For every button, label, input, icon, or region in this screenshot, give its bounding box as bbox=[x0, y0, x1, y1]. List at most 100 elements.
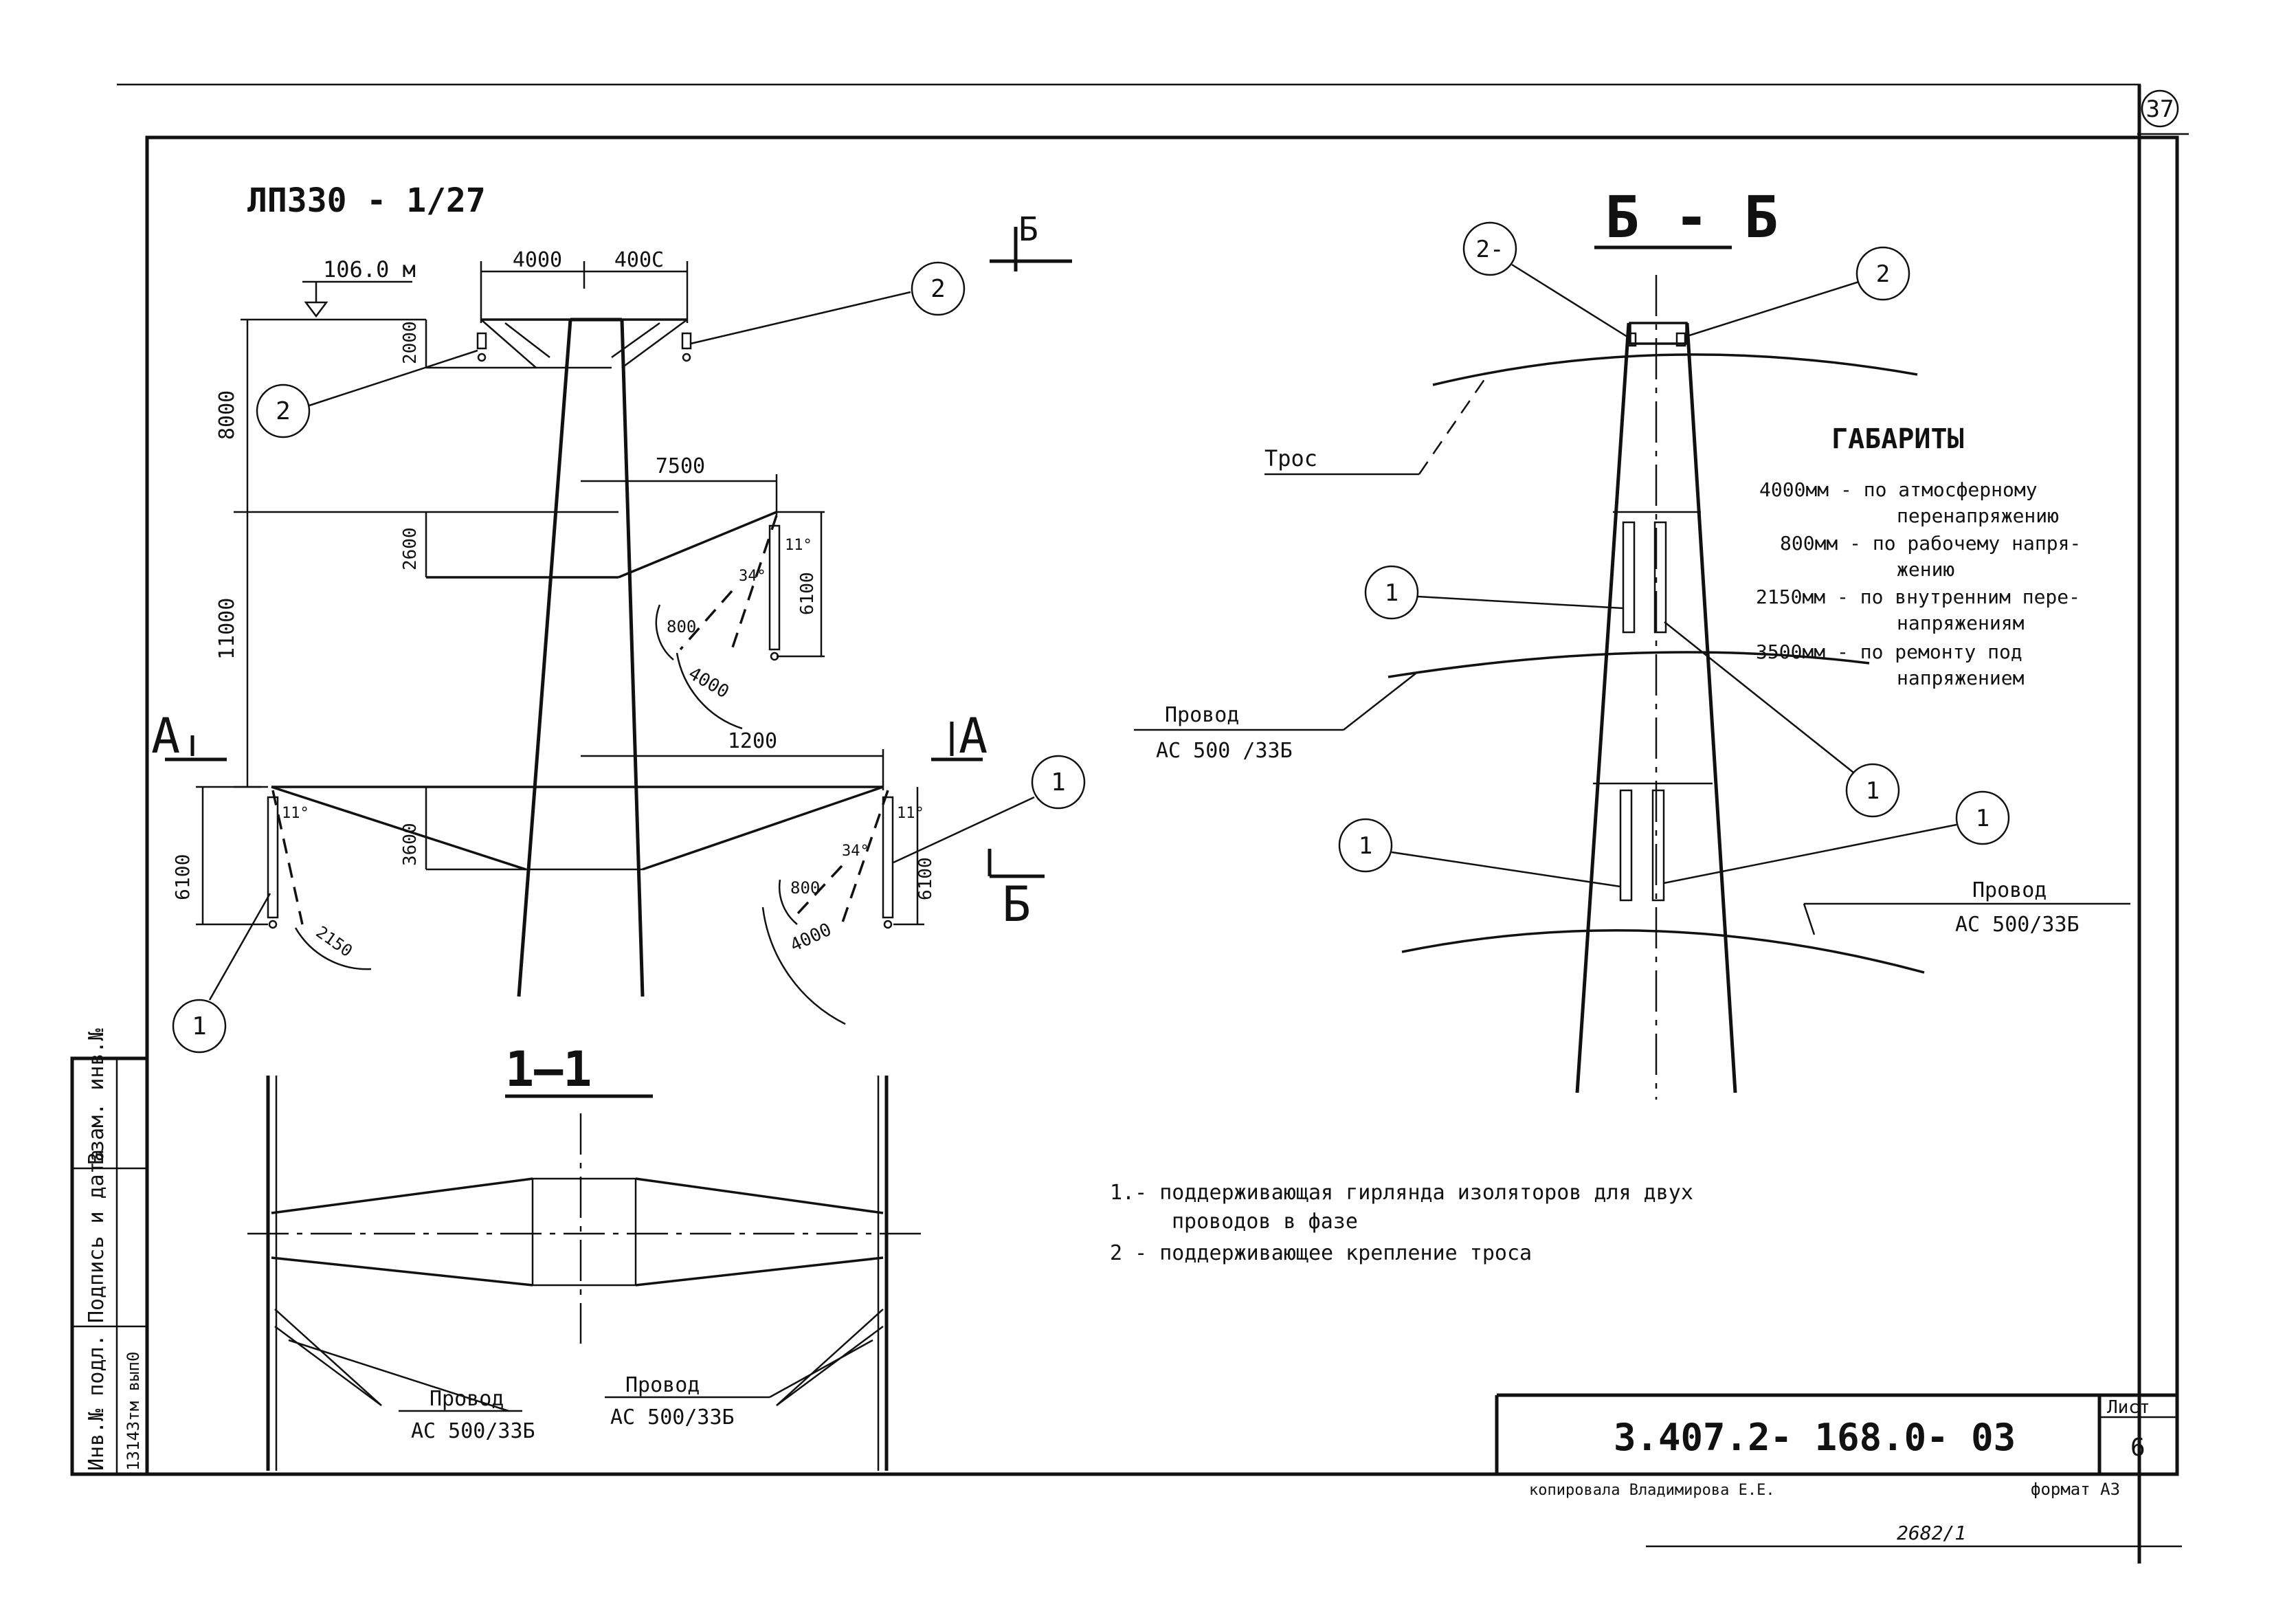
bb-callout-1-c-number: 1 bbox=[1359, 832, 1372, 860]
bb-wire-left-spec: АС 500 /33Б bbox=[1156, 739, 1293, 763]
dim-cap-height: 2000 bbox=[400, 321, 421, 364]
bb-wire-right-label: Провод bbox=[1972, 878, 2047, 902]
tower-elevation: 4000 400С 106.0 м 8000 11000 2000 2600 7… bbox=[151, 210, 1086, 1054]
gabarity-line-6: напряжениям bbox=[1897, 612, 2025, 634]
callout-1-right: 1 bbox=[893, 755, 1086, 864]
section-1-1-wire-left-spec: АС 500/33Б bbox=[411, 1419, 535, 1443]
stamp-inv-label: Инв.№ подл. bbox=[85, 1334, 109, 1471]
bb-insulator-lower-left bbox=[1619, 789, 1633, 902]
upper-arm-diagonal bbox=[618, 511, 777, 579]
legend-item-1-continued: проводов в фазе bbox=[1172, 1210, 1358, 1234]
bb-callout-1-d-number: 1 bbox=[1976, 805, 1989, 832]
footer-handwritten-note: 2682/1 bbox=[1897, 1522, 1966, 1544]
dim-lower-right-string: 6100 bbox=[915, 857, 936, 900]
section-1-1-title: 1—1 bbox=[505, 1041, 592, 1098]
bb-callout-1-b: 1 bbox=[1664, 621, 1900, 818]
stamp-signature-label: Подпись и дата bbox=[85, 1149, 109, 1323]
bb-wire-right-spec: АС 500/33Б bbox=[1955, 913, 2080, 937]
legend: 1.- поддерживающая гирлянда изоляторов д… bbox=[1110, 1181, 1693, 1265]
section-b-side-letter: Б bbox=[1002, 876, 1031, 933]
angle-upper-34: 34° bbox=[739, 568, 766, 585]
elevation-marker: 106.0 м bbox=[302, 256, 416, 318]
section-a-left-letter: А bbox=[151, 708, 180, 764]
bb-callout-1-d: 1 bbox=[1663, 790, 2010, 885]
angle-lower-right-34: 34° bbox=[842, 843, 869, 860]
lower-traverse-left-diag bbox=[271, 786, 526, 871]
dim-upper-height: 8000 bbox=[215, 390, 239, 440]
ground-wire-clamp-left bbox=[476, 332, 487, 350]
sheet-value: 6 bbox=[2130, 1434, 2145, 1462]
angle-lower-left-11: 11° bbox=[282, 805, 309, 822]
bb-insulator-lower-right bbox=[1651, 789, 1665, 902]
bb-callout-2-right: 2 bbox=[1684, 246, 1910, 338]
document-code: 3.407.2- 168.0- 03 bbox=[1614, 1416, 2016, 1459]
section-mark-b-top: Б bbox=[990, 210, 1072, 271]
section-b-b: Б - Б 2- 2 1 bbox=[1134, 183, 2130, 1100]
callout-1-left: 1 bbox=[172, 893, 271, 1054]
lower-traverse-right-diag bbox=[642, 786, 884, 871]
section-1-1-wire-right-spec: АС 500/33Б bbox=[610, 1405, 735, 1430]
callout-2-left-number: 2 bbox=[276, 397, 291, 425]
gabarity-line-2: перенапряжению bbox=[1897, 504, 2059, 527]
footer-format: формат А3 bbox=[2031, 1480, 2120, 1499]
clearance-800-lower: 800 bbox=[790, 878, 820, 898]
sheet-number: 37 bbox=[2146, 96, 2174, 123]
section-1-1-center-box bbox=[531, 1177, 637, 1287]
sheet-number-badge: 37 bbox=[2141, 89, 2179, 128]
ground-wire-clamp-right bbox=[681, 332, 692, 350]
elevation-label: 106.0 м bbox=[323, 256, 416, 282]
clearance-4000-upper: 4000 bbox=[685, 663, 733, 702]
section-mark-a-right: А bbox=[931, 708, 988, 764]
callout-2-top-right: 2 bbox=[690, 261, 966, 345]
section-1-1-wire-left-label: Провод bbox=[430, 1387, 504, 1411]
clearance-4000-lower: 4000 bbox=[787, 920, 834, 957]
bb-tros-label: Трос bbox=[1264, 445, 1317, 471]
section-b-b-title: Б - Б bbox=[1605, 183, 1779, 251]
callout-1-left-number: 1 bbox=[192, 1012, 207, 1041]
bb-callout-1-a: 1 bbox=[1364, 565, 1624, 620]
gabarity-line-8: напряжением bbox=[1897, 667, 2025, 689]
dim-top-left: 4000 bbox=[513, 248, 562, 272]
bb-callout-2-left: 2- bbox=[1462, 221, 1628, 338]
dim-lower-drop: 3600 bbox=[400, 823, 421, 866]
clearance-800-upper: 800 bbox=[667, 617, 696, 636]
bb-callout-1-a-number: 1 bbox=[1385, 579, 1398, 607]
stamp-replace-label: Взам. инв.№ bbox=[85, 1028, 109, 1165]
bb-callout-1-c: 1 bbox=[1338, 818, 1621, 888]
dim-mid-height: 11000 bbox=[215, 598, 239, 660]
bb-lower-conductor bbox=[1401, 929, 1925, 974]
clearances-note: ГАБАРИТЫ 4000мм - по атмосферному перена… bbox=[1756, 423, 2081, 689]
dim-lower-left-string: 6100 bbox=[171, 854, 194, 900]
section-1-1-wire-right-label: Провод bbox=[625, 1373, 700, 1397]
drawing-frame bbox=[145, 135, 2179, 1476]
legend-item-2: 2 - поддерживающее крепление троса bbox=[1110, 1241, 1532, 1265]
side-stamp: Инв.№ подл. 13143тм вып0 Подпись и дата … bbox=[70, 1028, 149, 1476]
callout-2-left: 2 bbox=[256, 349, 478, 438]
bb-tower-right bbox=[1685, 322, 1737, 1093]
bb-insulator-upper-left bbox=[1622, 521, 1636, 634]
clearance-2150: 2150 bbox=[313, 922, 356, 961]
dim-lower-arm: 1200 bbox=[728, 729, 777, 753]
section-1-1: 1—1 Провод АС 500/33Б Провод АС 500/33Б bbox=[247, 1041, 921, 1471]
bb-callout-1-b-number: 1 bbox=[1866, 777, 1880, 805]
callout-1-right-number: 1 bbox=[1051, 768, 1066, 797]
section-mark-b-side: Б bbox=[988, 849, 1045, 933]
section-a-right-letter: А bbox=[959, 708, 988, 764]
dim-upper-string: 6100 bbox=[797, 572, 818, 615]
dim-top-right: 400С bbox=[614, 248, 664, 272]
sheet-frame bbox=[117, 83, 2189, 1564]
footer-copied-by: копировала Владимирова Е.Е. bbox=[1529, 1482, 1775, 1499]
gabarity-line-1: 4000мм - по атмосферному bbox=[1759, 478, 2038, 501]
lower-left-insulator bbox=[267, 796, 279, 919]
tower-type-label: ЛП330 - 1/27 bbox=[247, 181, 486, 220]
angle-lower-right-11: 11° bbox=[897, 805, 924, 822]
dim-upper-arm: 7500 bbox=[656, 454, 705, 478]
tower-left-leg bbox=[517, 319, 572, 997]
gabarity-line-4: жению bbox=[1897, 558, 1954, 581]
upper-insulator-string bbox=[768, 524, 781, 651]
section-mark-a-left: А bbox=[151, 708, 227, 764]
gabarity-line-3: 800мм - по рабочему напря- bbox=[1780, 532, 2081, 555]
bb-wire-left-label: Провод bbox=[1165, 703, 1239, 727]
section-b-top-letter: Б bbox=[1018, 210, 1038, 249]
